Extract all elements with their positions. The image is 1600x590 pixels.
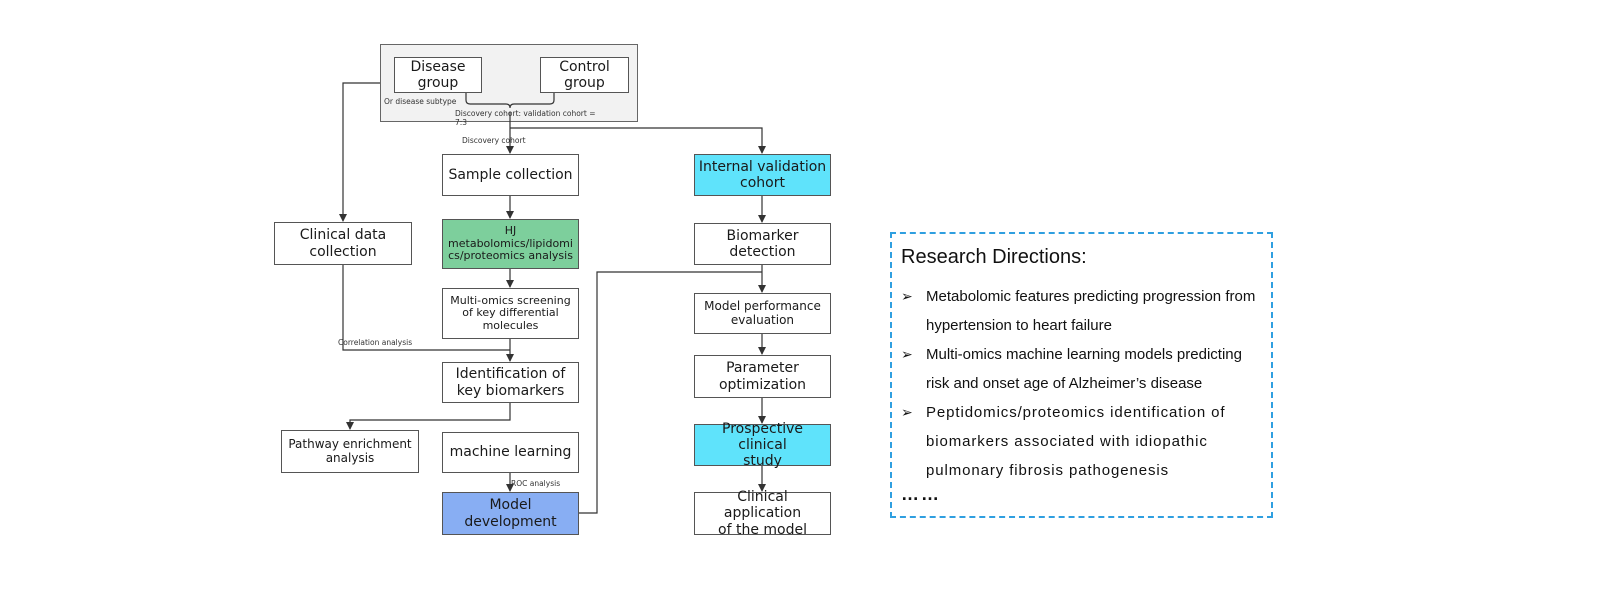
- machine-learning-box: machine learning: [442, 432, 579, 473]
- arrow-bullet-icon: ➢: [901, 346, 913, 362]
- biomarker-detection-box: Biomarker detection: [694, 223, 831, 265]
- research-title: Research Directions:: [901, 246, 1087, 268]
- hj-analysis-box: HJ metabolomics/lipidomi cs/proteomics a…: [442, 219, 579, 269]
- research-more-ellipsis: ……: [901, 484, 941, 504]
- cohort-ratio-note: Discovery cohort: validation cohort = 7:…: [455, 109, 596, 127]
- edge-model-to-performance: [578, 271, 762, 514]
- research-directions-panel: Research Directions: ➢ Metabolomic featu…: [890, 232, 1273, 518]
- edge-clinical-to-identification: [342, 265, 510, 351]
- arrow-bullet-icon: ➢: [901, 404, 913, 420]
- parameter-optimization-box: Parameter optimization: [694, 355, 831, 398]
- control-group-box: Control group: [540, 57, 629, 93]
- clinical-application-box: Clinical application of the model: [694, 489, 831, 538]
- research-item-text: Multi-omics machine learning models pred…: [926, 346, 1242, 392]
- discovery-cohort-label: Discovery cohort: [462, 136, 526, 145]
- prospective-study-box: Prospective clinical study: [694, 421, 831, 469]
- model-development-box: Model development: [442, 492, 579, 535]
- brace-line: [465, 92, 555, 109]
- sample-collection-box: Sample collection: [442, 154, 579, 196]
- multi-omics-screening-box: Multi-omics screening of key differentia…: [442, 288, 579, 339]
- internal-validation-box: Internal validation cohort: [694, 154, 831, 196]
- edge-cohort-to-clinical: [339, 82, 380, 222]
- identification-box: Identification of key biomarkers: [442, 362, 579, 403]
- research-item-text: Peptidomics/proteomics identification of…: [926, 404, 1226, 479]
- edge-identification-to-pathway: [346, 403, 511, 430]
- subtype-note: Or disease subtype: [384, 97, 457, 106]
- correlation-analysis-label: Correlation analysis: [338, 338, 413, 347]
- model-performance-box: Model performance evaluation: [694, 293, 831, 334]
- edge-cohort-to-validation: [510, 127, 766, 154]
- pathway-enrichment-box: Pathway enrichment analysis: [281, 430, 419, 473]
- roc-analysis-label: ROC analysis: [511, 479, 561, 488]
- clinical-data-box: Clinical data collection: [274, 222, 412, 265]
- arrow-bullet-icon: ➢: [901, 288, 913, 304]
- research-item-text: Metabolomic features predicting progress…: [926, 288, 1256, 334]
- disease-group-box: Disease group: [394, 57, 482, 93]
